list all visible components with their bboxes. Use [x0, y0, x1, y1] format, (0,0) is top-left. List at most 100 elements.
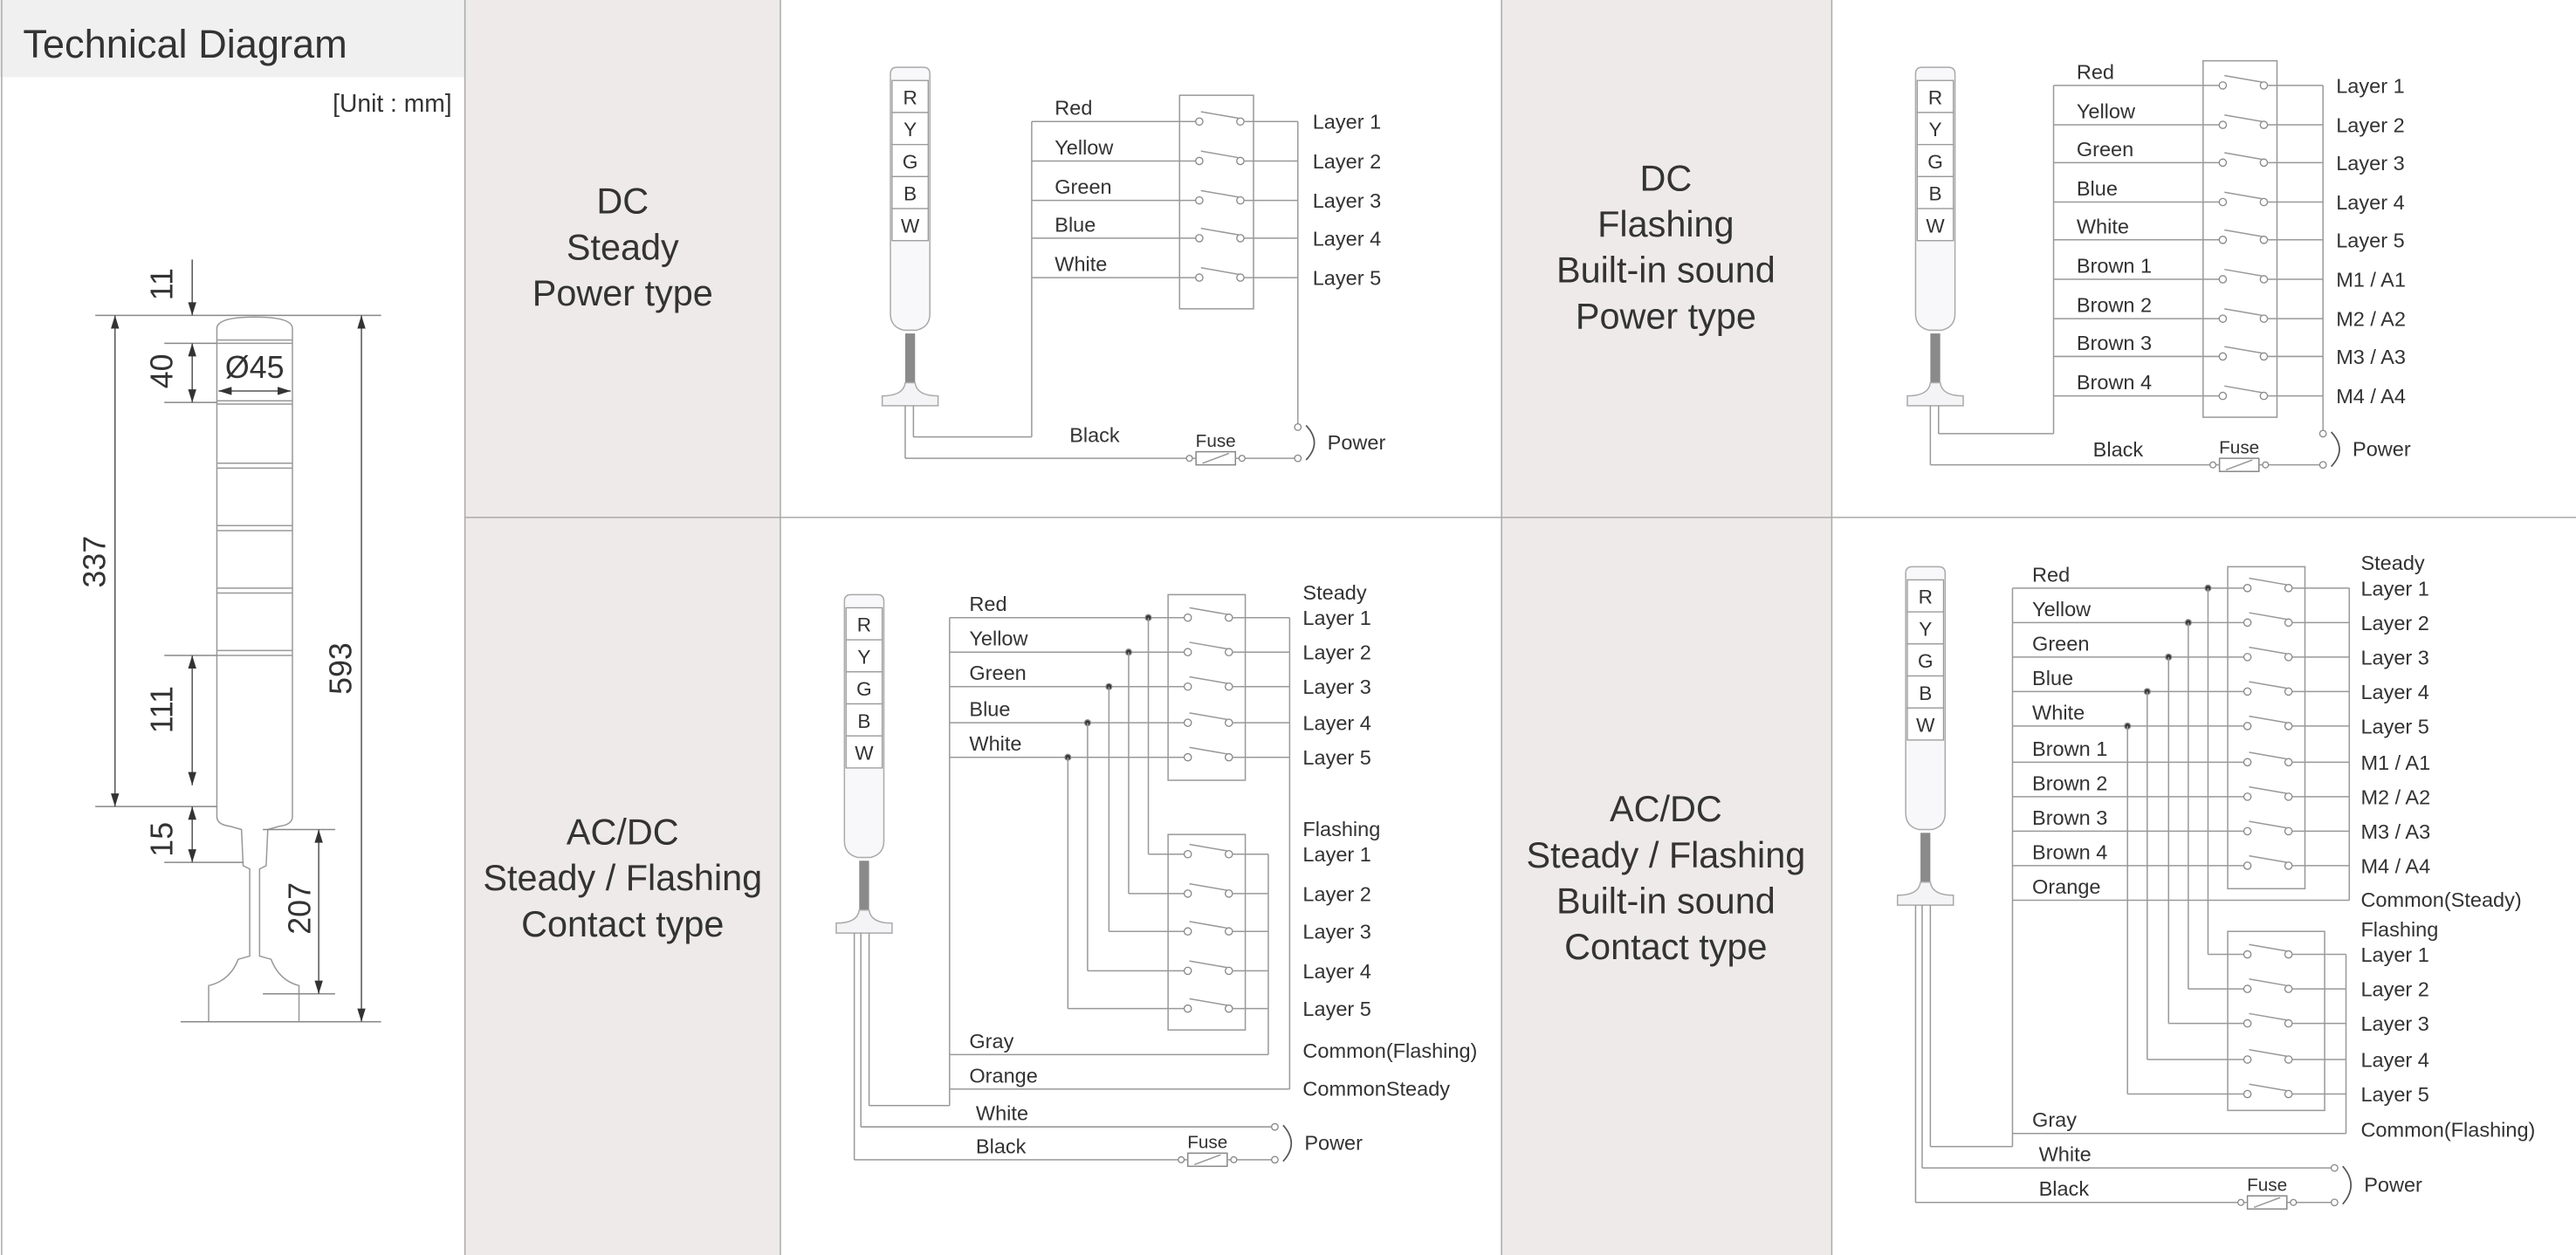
dimension-arrowhead [188, 806, 196, 820]
switch-arm [2249, 785, 2287, 794]
terminal [2284, 984, 2293, 993]
terminal [1224, 966, 1233, 976]
flashing-output-label: Layer 5 [1302, 998, 1370, 1020]
terminal [1236, 234, 1245, 243]
tower-layer-letter: R [1919, 586, 1933, 608]
fuse-label: Fuse [1196, 431, 1236, 451]
output-label: M1 / A1 [2336, 268, 2406, 291]
tower-layer-box [1906, 611, 1945, 645]
panel-title-line: Flashing [1597, 204, 1734, 244]
tower-layer-letter: W [855, 743, 874, 765]
terminal [2259, 314, 2269, 323]
output-label: M3 / A3 [2360, 820, 2430, 843]
common-flashing-label: Common(Flashing) [1302, 1039, 1477, 1062]
terminal [2243, 1089, 2252, 1099]
terminal [2243, 1018, 2252, 1028]
terminal [1224, 718, 1233, 727]
fuse-diagonal [1202, 452, 1230, 464]
tower-layer-letter: R [903, 87, 917, 109]
terminal [2284, 1018, 2293, 1028]
tower-layer-box [891, 208, 929, 242]
output-label: M2 / A2 [2360, 785, 2430, 808]
terminal [2284, 758, 2293, 767]
relay-box [2227, 930, 2325, 1112]
orange-wire-label: Orange [969, 1064, 1037, 1087]
power-arc [1305, 424, 1315, 461]
panel-title-line: Built-in sound [1556, 881, 1776, 922]
terminal [2259, 81, 2269, 90]
flashing-output-label: Layer 1 [2360, 943, 2428, 966]
terminal [2284, 861, 2293, 870]
relay-box [2202, 59, 2278, 418]
terminal [2218, 81, 2228, 90]
panel-title-line: Steady / Flashing [483, 858, 762, 898]
output-label: Layer 3 [2360, 646, 2428, 669]
terminal [1195, 117, 1204, 127]
tower-base [881, 381, 939, 407]
tower-layer-letter: B [1928, 183, 1941, 205]
terminal [1271, 1156, 1279, 1164]
dimension-arrowhead [111, 793, 120, 807]
terminal [1224, 613, 1233, 622]
wire-color-label: Brown 1 [2032, 737, 2107, 760]
switch-arm [2249, 577, 2287, 586]
header-bar [0, 0, 465, 78]
wire-color-label: Brown 2 [2032, 772, 2107, 794]
tower-layer-letter: G [1918, 650, 1934, 672]
tower-base [1906, 381, 1964, 407]
switch-arm [2224, 268, 2263, 277]
white-wire-label: White [976, 1102, 1028, 1125]
output-label: Layer 2 [2336, 114, 2404, 137]
terminal [2243, 1055, 2252, 1064]
fuse-diagonal [2225, 459, 2253, 471]
panel-title-line: Built-in sound [1556, 250, 1776, 291]
dimension-cap-label: 40 [145, 353, 180, 388]
black-wire-label: Black [2093, 438, 2144, 461]
terminal [2284, 722, 2293, 730]
terminal [2284, 826, 2293, 836]
output-label: M1 / A1 [2360, 751, 2430, 774]
tower-layer-box [845, 607, 883, 641]
fuse-label: Fuse [1187, 1133, 1227, 1153]
relay-box [2227, 566, 2306, 890]
terminal [2218, 236, 2228, 244]
terminal [1183, 966, 1192, 976]
terminal [2218, 120, 2228, 129]
tower-layer-box [891, 112, 929, 146]
output-label: Layer 1 [2336, 74, 2404, 97]
terminal [2284, 950, 2293, 959]
wire-color-label: Yellow [2077, 100, 2136, 123]
output-label: Layer 5 [1302, 746, 1370, 769]
wire-color-label: Brown 4 [2077, 371, 2152, 394]
tower-layer-letter: Y [1928, 119, 1941, 141]
output-label: Layer 1 [2360, 577, 2428, 600]
terminal [1236, 117, 1245, 127]
terminal [1224, 752, 1233, 762]
switch-arm [1189, 676, 1227, 684]
wire-color-label: Brown 2 [2077, 294, 2152, 317]
terminal [1224, 927, 1233, 936]
terminal [2290, 1198, 2298, 1206]
terminal [2218, 352, 2228, 361]
terminal [2262, 461, 2270, 469]
tower-layer-letter: G [903, 151, 918, 173]
dimension-arrowhead [188, 343, 196, 357]
fuse-diagonal [2253, 1197, 2281, 1209]
terminal [2284, 1055, 2293, 1064]
tower-layer-letter: G [1927, 151, 1943, 173]
label-column-right [1501, 0, 1832, 1255]
wire-color-label: Yellow [969, 628, 1028, 650]
switch-arm [2224, 191, 2263, 200]
terminal [2243, 584, 2252, 593]
wire-color-label: White [969, 732, 1021, 755]
switch-arm [1189, 607, 1227, 615]
dimension-arrowhead [314, 829, 323, 843]
terminal [1224, 849, 1233, 859]
output-label: Layer 5 [2360, 715, 2428, 737]
output-label: Layer 1 [1313, 111, 1381, 134]
dimension-arrowhead [314, 980, 323, 994]
output-label: Layer 4 [1302, 712, 1370, 735]
